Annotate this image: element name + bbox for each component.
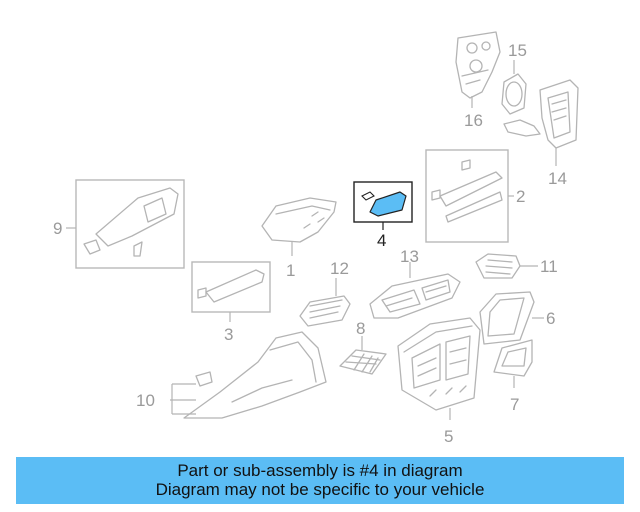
banner-line-2: Diagram may not be specific to your vehi…: [155, 480, 485, 499]
callout-4: 4: [377, 231, 386, 250]
callout-11: 11: [540, 257, 558, 276]
part-9-box: [75, 179, 185, 269]
part-info-banner: Part or sub-assembly is #4 in diagram Di…: [16, 457, 624, 504]
callout-8: 8: [356, 319, 365, 338]
callout-3: 3: [224, 325, 233, 344]
callout-10: 10: [136, 391, 155, 410]
part-14-vent-housing: [503, 79, 579, 166]
callout-16: 16: [464, 111, 483, 130]
callout-7: 7: [510, 395, 519, 414]
part-2-garnish: [431, 159, 514, 223]
callout-6: 6: [546, 309, 555, 328]
part-16-panel: [455, 31, 501, 108]
part-15-knob: [501, 60, 527, 115]
callout-9: 9: [53, 219, 62, 238]
part-4-cover: [361, 191, 407, 230]
callout-1: 1: [286, 261, 295, 280]
part-12-vent: [299, 278, 351, 327]
callout-12: 12: [330, 259, 349, 278]
part-13-center-vent: [369, 262, 461, 319]
part-7-frame: [493, 339, 533, 388]
callout-5: 5: [444, 427, 453, 446]
part-6-panel: [479, 291, 544, 345]
part-5-console: [397, 317, 481, 420]
part-11-side-vent: [475, 253, 538, 279]
callout-2: 2: [516, 187, 525, 206]
part-10-side-trim: [170, 331, 327, 419]
callout-15: 15: [508, 41, 527, 60]
callout-13: 13: [400, 247, 419, 266]
part-3-strip: [197, 269, 265, 322]
parts-diagram: 16 15 14 2 4 1: [53, 31, 579, 446]
part-3-box: [191, 261, 271, 313]
callout-14: 14: [548, 169, 567, 188]
banner-line-1: Part or sub-assembly is #4 in diagram: [177, 461, 463, 480]
part-1-dash-panel: [261, 197, 337, 256]
part-8-mesh: [339, 336, 387, 375]
part-9-lower-panel: [66, 187, 179, 257]
